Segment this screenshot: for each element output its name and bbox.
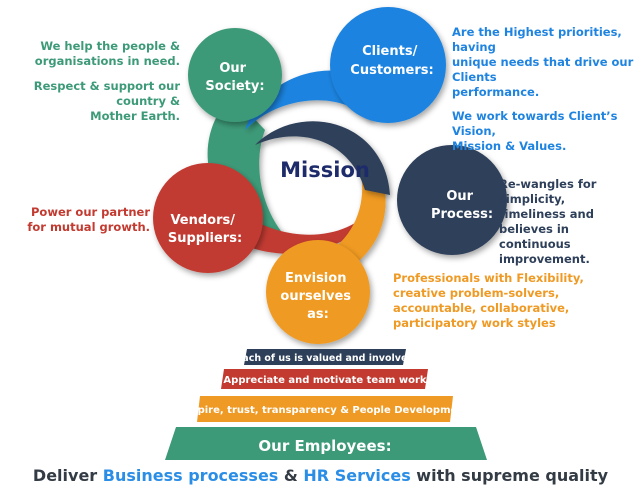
clients-note-line: unique needs that drive our Clients [452, 55, 634, 84]
society-note-line: organisations in need. [34, 54, 180, 68]
tagline-text: Deliver [32, 466, 103, 485]
step-1 [244, 349, 406, 365]
society-note-line: Respect & support our country & [33, 79, 180, 108]
society-note-line: We help the people & [40, 39, 180, 53]
envision-note: Professionals with Flexibility, creative… [393, 271, 584, 331]
process-circle [397, 145, 507, 255]
mission-title: Mission [280, 158, 370, 182]
envision-note-line: creative problem-solvers, [393, 286, 560, 300]
tagline-text: & [278, 466, 304, 485]
clients-note-line: Are the Highest priorities, having [452, 25, 622, 54]
step-4 [165, 427, 487, 460]
tagline-text: with supreme quality [410, 466, 609, 485]
process-note-line: continuous improvement. [499, 237, 590, 266]
clients-note-line: Mission & Values. [452, 139, 567, 153]
society-label: Our Society: [205, 61, 264, 94]
envision-label: Envision ourselves as: [280, 271, 355, 322]
step-2 [221, 369, 428, 389]
society-circle [188, 28, 282, 122]
process-label: Our Process: [431, 189, 493, 222]
envision-circle [266, 240, 370, 344]
step-3 [197, 396, 453, 422]
vendors-note-line: Power our partner [30, 205, 150, 219]
clients-note: Are the Highest priorities, having uniqu… [452, 25, 641, 154]
society-note-line: Mother Earth. [90, 109, 180, 123]
vendors-note-line: for mutual growth. [27, 220, 150, 234]
process-note-line: Re-wangles for simplicity, [499, 177, 597, 206]
vendors-note: Power our partner for mutual growth. [27, 205, 150, 235]
step-2-label: Appreciate and motivate team work [223, 375, 426, 386]
tagline-highlight-hr-services: HR Services [303, 466, 411, 485]
process-swirl [255, 121, 390, 195]
vendors-circle [153, 163, 263, 273]
envision-note-line: Professionals with Flexibility, [393, 271, 584, 285]
step-4-label: Our Employees: [258, 437, 391, 455]
tagline: Deliver Business processes & HR Services… [0, 466, 641, 485]
tagline-highlight-business-processes: Business processes [102, 466, 279, 485]
clients-label: Clients/ Customers: [350, 44, 433, 78]
vendors-label: Vendors/ Suppliers: [168, 213, 242, 246]
step-3-label: Inspire, trust, transparency & People De… [181, 405, 470, 416]
step-1-label: Each of us is valued and involved [236, 353, 414, 364]
process-note-line: timeliness and believes in [499, 207, 594, 236]
society-note: We help the people & organisations in ne… [0, 39, 180, 124]
clients-note-line: We work towards Client’s Vision, [452, 109, 618, 138]
process-note: Re-wangles for simplicity, timeliness an… [499, 177, 641, 267]
employee-steps: Each of us is valued and involved Apprec… [165, 349, 487, 460]
clients-note-line: performance. [452, 85, 540, 99]
envision-note-line: participatory work styles [393, 316, 556, 330]
clients-circle [330, 7, 446, 123]
envision-note-line: accountable, collaborative, [393, 301, 570, 315]
